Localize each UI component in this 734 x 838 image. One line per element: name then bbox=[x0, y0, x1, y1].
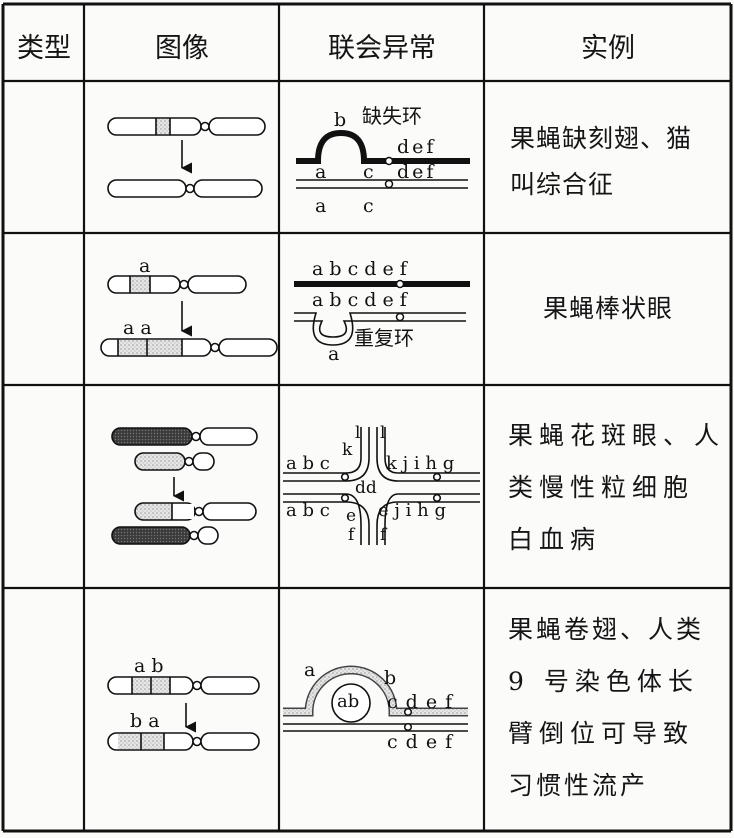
duplication-image bbox=[100, 275, 278, 357]
label: a bbox=[315, 161, 327, 183]
deletion-loop-note: 缺失环 bbox=[362, 104, 422, 128]
label: def bbox=[397, 161, 437, 183]
translocation-pairing bbox=[283, 427, 480, 545]
label: f bbox=[348, 525, 355, 545]
deletion-image bbox=[107, 117, 266, 198]
header-pairing: 联会异常 bbox=[328, 33, 436, 64]
label: def bbox=[397, 136, 437, 158]
example-line: 叫综合征 bbox=[510, 170, 615, 199]
label: k j i h g bbox=[386, 453, 455, 474]
label: l bbox=[380, 423, 386, 443]
label: c bbox=[363, 195, 374, 217]
example-line: 果蝇花斑眼、人 bbox=[508, 421, 726, 450]
duplication-pairing bbox=[294, 279, 470, 346]
label: a b bbox=[134, 655, 164, 677]
label: l bbox=[355, 423, 361, 443]
label: a bbox=[328, 343, 340, 365]
example-line: 类慢性粒细胞 bbox=[508, 473, 695, 502]
header-image: 图像 bbox=[155, 33, 209, 64]
example-line: 习惯性流产 bbox=[508, 771, 649, 800]
example-line: 9 号染色体长 bbox=[508, 667, 699, 696]
duplication-loop-note: 重复环 bbox=[354, 326, 414, 350]
label: b bbox=[384, 667, 397, 689]
label: a b c d e f bbox=[312, 258, 407, 280]
label: e bbox=[346, 506, 357, 526]
label: a bbox=[304, 659, 316, 681]
example-line: 果蝇卷翅、人类 bbox=[508, 615, 705, 644]
inversion-pairing bbox=[283, 665, 468, 732]
label: a b c bbox=[286, 453, 330, 474]
example-line: 果蝇缺刻翅、猫 bbox=[510, 124, 693, 153]
label: c bbox=[363, 161, 374, 183]
header-example: 实例 bbox=[581, 33, 635, 64]
example-line: 白血病 bbox=[508, 525, 602, 554]
label: a bbox=[139, 255, 151, 277]
header-type: 类型 bbox=[17, 33, 71, 64]
label: b a bbox=[130, 710, 160, 732]
label: b bbox=[334, 109, 347, 131]
label: c d e f bbox=[387, 731, 454, 753]
label: c d e f bbox=[387, 691, 454, 713]
label: a bbox=[315, 195, 327, 217]
example-line: 果蝇棒状眼 bbox=[542, 294, 673, 323]
label: dd bbox=[355, 478, 377, 498]
label: e j i h g bbox=[378, 500, 446, 521]
label: k bbox=[342, 440, 353, 460]
translocation-image bbox=[111, 427, 258, 545]
deletion-pairing bbox=[296, 129, 470, 189]
label: a b c bbox=[286, 500, 330, 521]
label: ab bbox=[337, 691, 360, 712]
label: a b c d e f bbox=[312, 289, 407, 311]
inversion-image bbox=[107, 676, 260, 751]
example-line: 臂倒位可导致 bbox=[508, 719, 695, 748]
label: f bbox=[380, 525, 387, 545]
label: a a bbox=[123, 317, 152, 339]
